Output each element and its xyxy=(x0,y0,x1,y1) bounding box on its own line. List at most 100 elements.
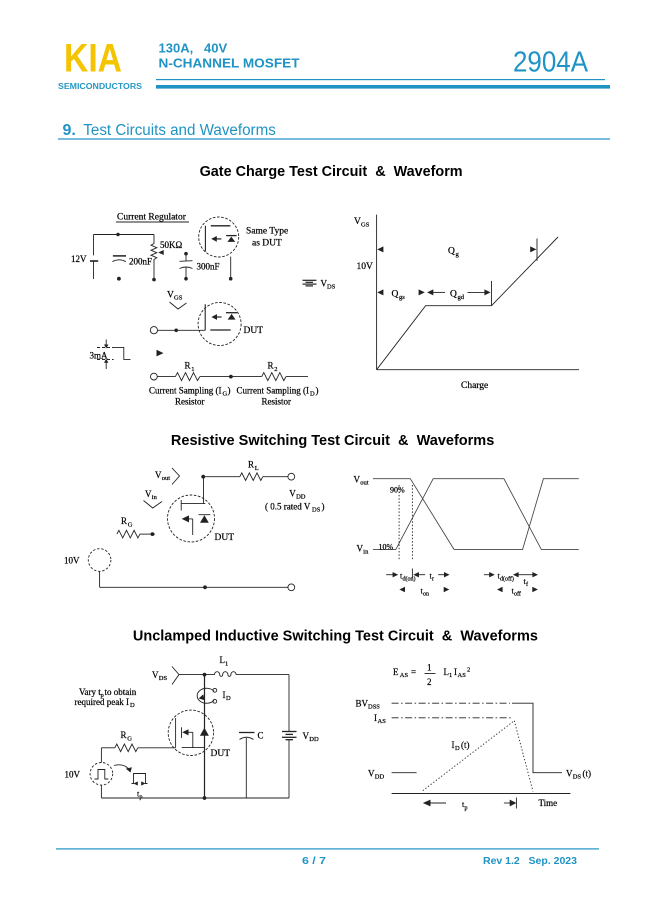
svg-text:D: D xyxy=(310,391,315,398)
svg-text:BV: BV xyxy=(356,699,369,709)
svg-text:Q: Q xyxy=(392,290,399,300)
svg-text:): ) xyxy=(316,386,319,396)
svg-text:Unclamped Inductive Switching: Unclamped Inductive Switching Test Circu… xyxy=(133,629,538,645)
svg-text:R: R xyxy=(185,361,191,371)
svg-text:d(on): d(on) xyxy=(403,576,416,583)
svg-text:Test Circuits and Waveforms: Test Circuits and Waveforms xyxy=(83,122,276,139)
svg-text:DS: DS xyxy=(327,284,336,291)
svg-text:Same Type: Same Type xyxy=(246,227,288,237)
svg-text:R: R xyxy=(121,516,127,526)
svg-text:L: L xyxy=(220,655,226,665)
svg-text:I: I xyxy=(223,690,226,700)
svg-text:DSS: DSS xyxy=(368,704,380,711)
svg-text:in: in xyxy=(152,494,158,501)
svg-text:Current Sampling (I: Current Sampling (I xyxy=(149,386,222,396)
svg-text:V: V xyxy=(354,475,361,485)
svg-text:V: V xyxy=(145,489,152,499)
svg-text:D: D xyxy=(455,745,460,752)
svg-text:E: E xyxy=(393,667,399,677)
svg-text:10V: 10V xyxy=(357,262,374,272)
svg-text:DD: DD xyxy=(309,736,319,743)
svg-text:V: V xyxy=(155,470,162,480)
svg-text:t: t xyxy=(512,587,515,596)
svg-text:R: R xyxy=(121,730,127,740)
svg-text:V: V xyxy=(152,670,159,680)
svg-text:N-CHANNEL MOSFET: N-CHANNEL MOSFET xyxy=(159,55,300,70)
svg-text:V: V xyxy=(357,544,364,554)
svg-text:G: G xyxy=(127,736,132,743)
svg-text:I: I xyxy=(454,667,457,677)
svg-text:Time: Time xyxy=(539,798,558,808)
svg-text:GS: GS xyxy=(361,222,370,229)
svg-text:Gate Charge Test Circuit & W: Gate Charge Test Circuit & Waveform xyxy=(200,164,463,180)
svg-text:required peak I: required peak I xyxy=(75,697,129,707)
svg-text:t: t xyxy=(421,587,424,596)
svg-text:( 0.5 rated V: ( 0.5 rated V xyxy=(265,502,311,512)
svg-text:I: I xyxy=(374,713,377,723)
svg-text:90%: 90% xyxy=(390,486,405,495)
svg-text:L: L xyxy=(255,465,259,472)
svg-text:): ) xyxy=(228,386,231,396)
svg-text:SEMICONDUCTORS: SEMICONDUCTORS xyxy=(58,82,143,91)
svg-text:130A, 40V: 130A, 40V xyxy=(159,41,228,56)
svg-text:(t): (t) xyxy=(461,740,470,750)
svg-text:as DUT: as DUT xyxy=(252,239,282,249)
svg-text:t: t xyxy=(498,572,501,581)
svg-text:Current Sampling (I: Current Sampling (I xyxy=(237,386,310,396)
svg-text:10V: 10V xyxy=(65,770,81,780)
svg-text:2904A: 2904A xyxy=(513,47,589,79)
svg-text:Resistor: Resistor xyxy=(175,397,205,407)
svg-text:gd: gd xyxy=(458,294,465,301)
svg-text:R: R xyxy=(248,460,254,470)
svg-text:Rev 1.2 Sep. 2023: Rev 1.2 Sep. 2023 xyxy=(483,855,577,867)
svg-text:f: f xyxy=(526,581,528,588)
svg-text:R: R xyxy=(268,361,274,371)
svg-text:t: t xyxy=(524,577,527,586)
svg-text:t: t xyxy=(462,800,465,809)
svg-text:Current Regulator: Current Regulator xyxy=(117,213,187,223)
svg-text:r: r xyxy=(432,577,434,583)
svg-text:V: V xyxy=(368,769,375,779)
svg-text:d(off): d(off) xyxy=(500,576,514,583)
svg-text:p: p xyxy=(140,795,143,801)
svg-text:Q: Q xyxy=(450,290,457,300)
svg-text:p: p xyxy=(465,806,468,812)
svg-text:DD: DD xyxy=(296,494,306,501)
svg-text:(t): (t) xyxy=(583,769,592,779)
svg-text:V: V xyxy=(167,291,174,301)
svg-text:D: D xyxy=(130,702,135,709)
svg-text:50KΩ: 50KΩ xyxy=(160,240,182,250)
svg-text:DUT: DUT xyxy=(244,326,264,336)
svg-text:2: 2 xyxy=(427,677,432,687)
svg-text:6 / 7: 6 / 7 xyxy=(302,855,326,867)
svg-text:t: t xyxy=(137,790,140,799)
svg-text:DS: DS xyxy=(573,774,582,781)
svg-text:V: V xyxy=(289,489,296,499)
svg-text:DUT: DUT xyxy=(211,749,231,759)
svg-text:t: t xyxy=(430,572,433,581)
svg-text:1: 1 xyxy=(427,663,432,673)
svg-text:Resistor: Resistor xyxy=(262,397,292,407)
svg-text:g: g xyxy=(456,251,460,258)
svg-text:G: G xyxy=(223,391,228,398)
svg-text:2: 2 xyxy=(467,667,470,674)
svg-text:I: I xyxy=(452,740,455,750)
svg-text:9.: 9. xyxy=(63,122,76,139)
svg-text:to obtain: to obtain xyxy=(105,687,137,697)
svg-text:out: out xyxy=(162,475,171,482)
svg-text:10%: 10% xyxy=(379,543,394,552)
svg-text:GS: GS xyxy=(174,295,183,302)
svg-text:2: 2 xyxy=(274,366,277,373)
svg-text:Resistive Switching Test Circu: Resistive Switching Test Circuit & Wavef… xyxy=(171,433,494,449)
svg-text:10V: 10V xyxy=(64,556,80,566)
svg-text:L: L xyxy=(444,667,450,677)
svg-text:V: V xyxy=(303,731,310,741)
svg-text:gs: gs xyxy=(399,294,405,301)
svg-text:): ) xyxy=(322,502,325,512)
svg-text:C: C xyxy=(258,731,264,741)
svg-text:AS: AS xyxy=(378,718,387,725)
svg-text:1: 1 xyxy=(225,661,228,668)
svg-text:AS: AS xyxy=(400,672,409,679)
svg-text:DS: DS xyxy=(312,507,321,514)
svg-text:in: in xyxy=(363,549,369,556)
